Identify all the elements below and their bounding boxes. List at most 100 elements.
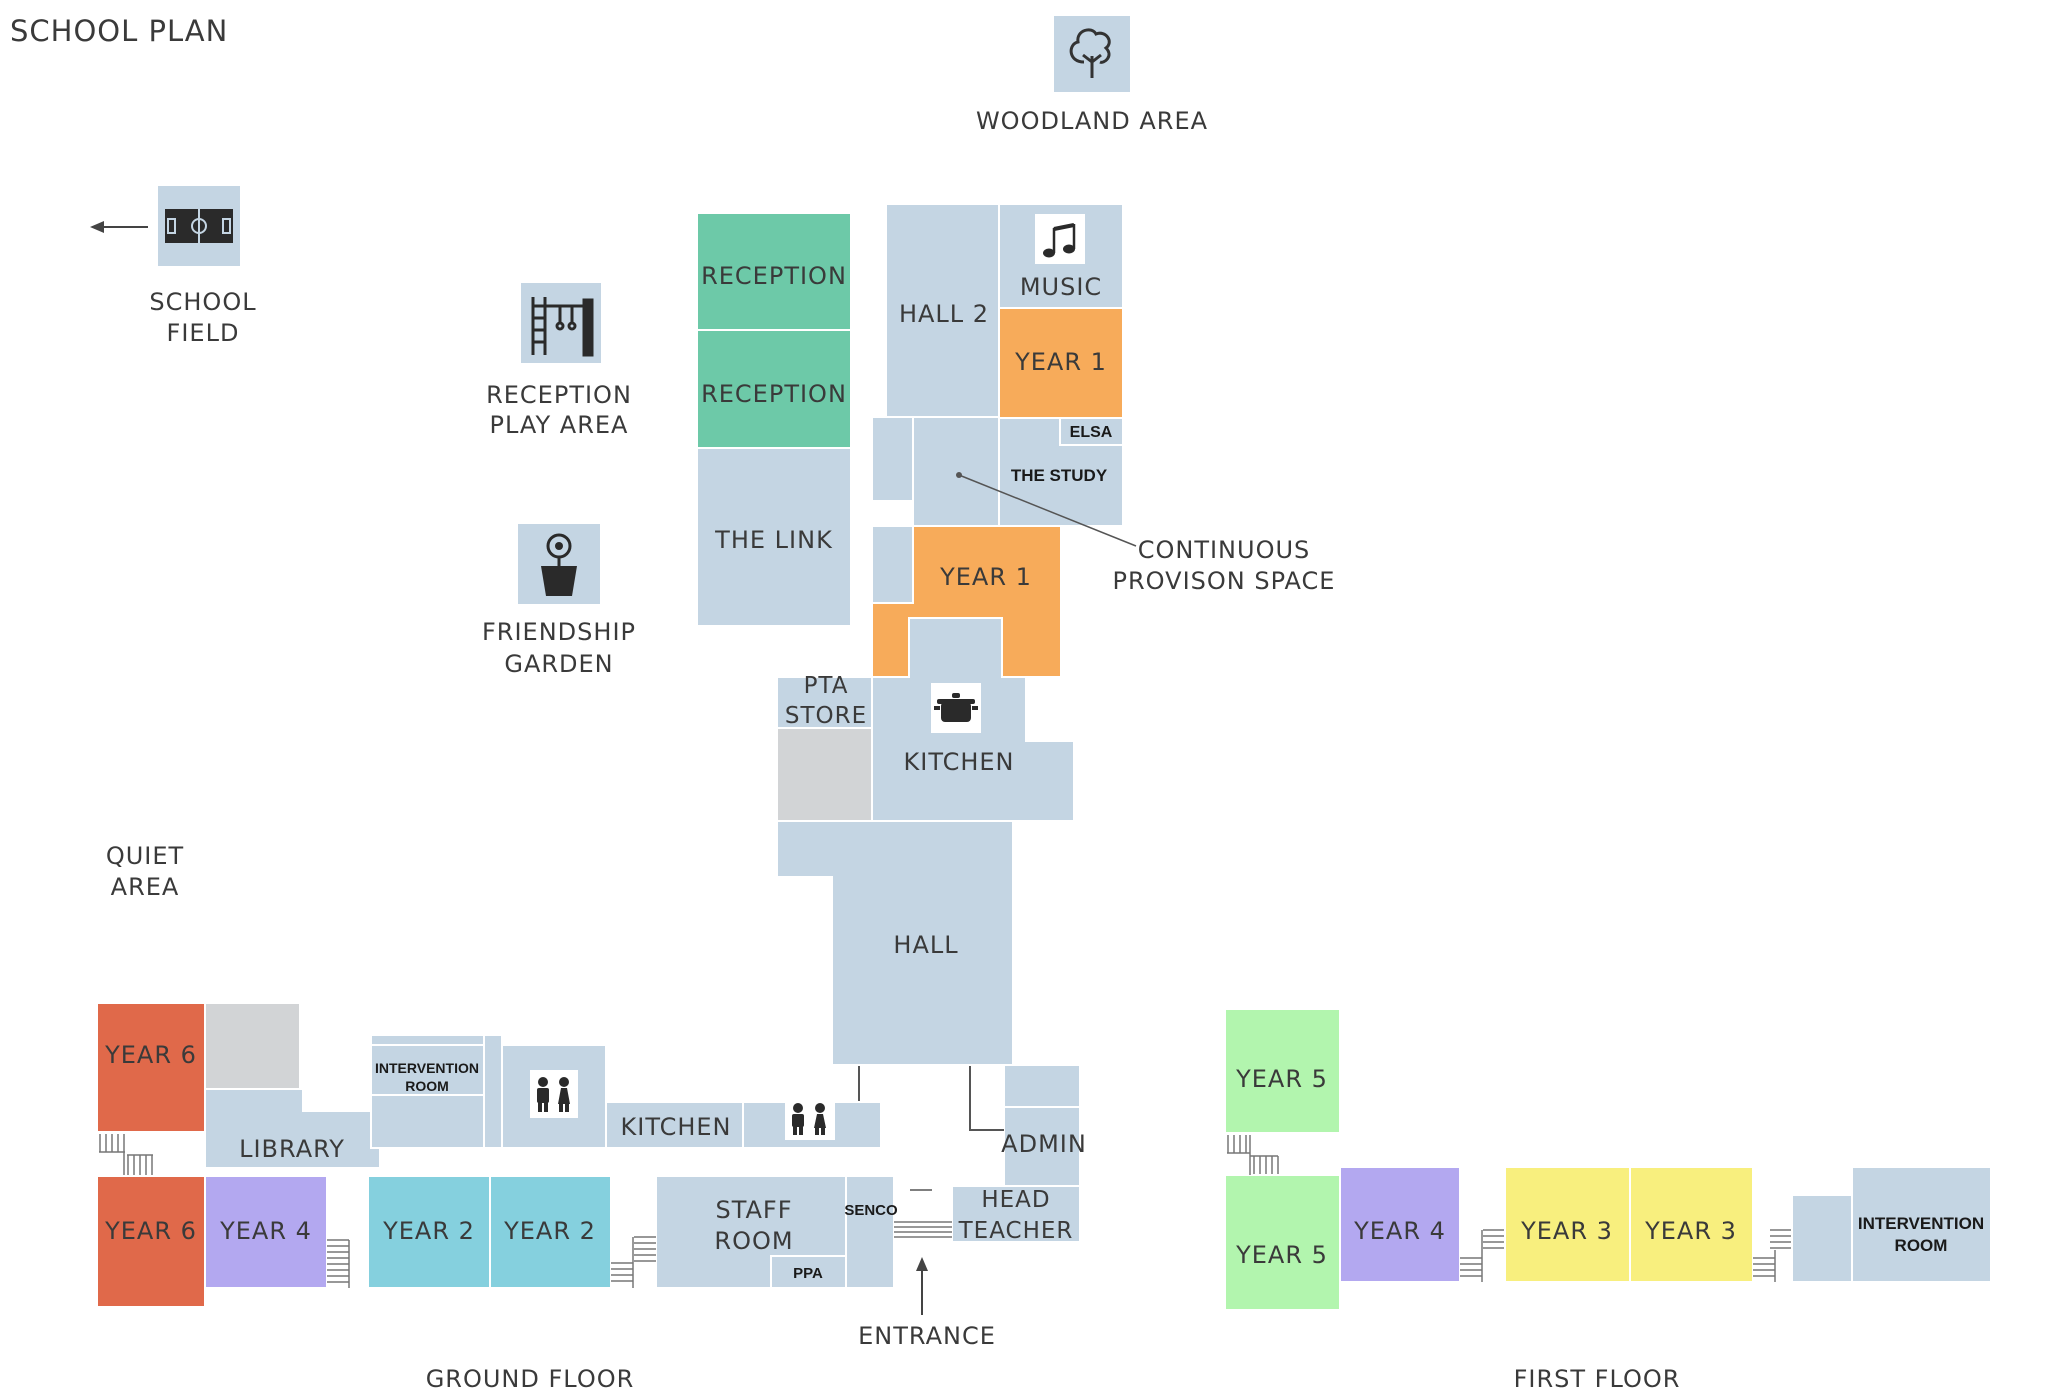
cooking-pot-icon	[934, 693, 978, 722]
stairs-year6	[99, 1134, 153, 1175]
room-year1-top	[998, 307, 1124, 419]
room-store-grey	[776, 727, 873, 822]
reception-1-label: RECEPTION	[701, 262, 847, 290]
stairs-year4-ff	[1460, 1229, 1505, 1282]
staff-room-label-2: ROOM	[714, 1227, 793, 1255]
room-year6-bottom	[96, 1175, 206, 1308]
friendship-garden-label-2: GARDEN	[504, 650, 613, 678]
room-head-teacher	[951, 1185, 1081, 1243]
woodland-area: WOODLAND AREA	[976, 16, 1208, 135]
year1-mid-label: YEAR 1	[939, 563, 1032, 591]
year3-a-label: YEAR 3	[1520, 1217, 1613, 1245]
the-link-label: THE LINK	[714, 526, 833, 554]
climbing-frame-icon	[531, 297, 594, 357]
reception-play-area: RECEPTION PLAY AREA	[486, 283, 631, 439]
arrow-left-icon-head	[90, 221, 104, 233]
room-cp-left-2	[871, 525, 914, 604]
year6-top-label: YEAR 6	[104, 1041, 197, 1069]
stairs-year2	[611, 1236, 656, 1288]
head-teacher-label-2: TEACHER	[958, 1218, 1074, 1244]
room-reception-2	[696, 329, 852, 449]
room-year3-a	[1504, 1166, 1631, 1283]
entrance-arrow-head	[916, 1257, 928, 1271]
hall-2-label: HALL 2	[899, 300, 989, 328]
entrance-doors	[894, 1189, 952, 1238]
entrance-label: ENTRANCE	[858, 1322, 996, 1350]
room-ff-small	[1791, 1194, 1853, 1283]
library-label: LIBRARY	[239, 1135, 345, 1163]
continuous-label-1: CONTINUOUS	[1138, 536, 1311, 564]
room-year4-ff	[1339, 1166, 1461, 1283]
school-field-label-1: SCHOOL	[149, 288, 256, 316]
year5-bottom-label: YEAR 5	[1235, 1241, 1328, 1269]
hall-label: HALL	[893, 931, 958, 959]
room-kitchen-small	[605, 1101, 744, 1149]
music-icon-bg	[1035, 214, 1085, 264]
room-admin	[1003, 1106, 1081, 1187]
kitchen-small-label: KITCHEN	[621, 1113, 732, 1141]
reception-play-label-2: PLAY AREA	[490, 411, 629, 439]
flower-pot-icon	[541, 533, 577, 596]
room-store-grey-west	[204, 1002, 301, 1090]
year5-top-label: YEAR 5	[1235, 1065, 1328, 1093]
reception-2-label: RECEPTION	[701, 380, 847, 408]
room-year3-b	[1629, 1166, 1754, 1283]
woodland-icon-bg	[1054, 16, 1130, 92]
ground-floor-label: GROUND FLOOR	[426, 1365, 635, 1393]
year6-bottom-label: YEAR 6	[104, 1217, 197, 1245]
pta-label-1: PTA	[804, 673, 849, 699]
room-the-link	[696, 447, 852, 627]
page-title: SCHOOL PLAN	[10, 14, 228, 48]
woodland-label: WOODLAND AREA	[976, 107, 1208, 135]
room-ppa	[770, 1255, 847, 1289]
year3-b-label: YEAR 3	[1644, 1217, 1737, 1245]
toilets-icon-2	[792, 1103, 826, 1135]
year1-top-label: YEAR 1	[1014, 348, 1107, 376]
quiet-area-label-2: AREA	[111, 873, 180, 901]
room-senco	[845, 1175, 895, 1289]
continuous-label-2: PROVISON SPACE	[1113, 567, 1336, 595]
music-note-icon	[1043, 223, 1076, 258]
room-continuous-provision	[912, 416, 1000, 527]
intervention-ff-label-1: INTERVENTION	[1858, 1214, 1984, 1233]
staff-room-label-1: STAFF	[715, 1196, 792, 1224]
corridor-line	[969, 1066, 1004, 1131]
stairs-year5	[1227, 1135, 1279, 1175]
elsa-label: ELSA	[1070, 424, 1113, 441]
senco-label: SENCO	[844, 1202, 898, 1219]
room-toilets-1-strip	[483, 1034, 503, 1149]
football-pitch-icon	[165, 209, 233, 243]
intervention-gf-label-2: ROOM	[405, 1078, 449, 1094]
room-hall	[776, 820, 1014, 1066]
central-block: RECEPTION RECEPTION THE LINK HALL 2 MUSI…	[655, 203, 1124, 1289]
ground-floor-west: YEAR 6 YEAR 6 LIBRARY YEAR 4 YE	[96, 1002, 882, 1308]
friendship-garden-label-1: FRIENDSHIP	[482, 618, 636, 646]
room-reception-1	[696, 212, 852, 331]
school-field-label-2: FIELD	[167, 319, 240, 347]
room-cp-left-1	[871, 416, 914, 502]
room-year4-gf	[204, 1175, 328, 1289]
the-study-label: THE STUDY	[1011, 466, 1108, 485]
room-pta-store	[776, 676, 873, 729]
school-field: SCHOOL FIELD	[90, 186, 256, 347]
intervention-ff-label-2: ROOM	[1895, 1236, 1948, 1255]
room-intervention-ff	[1851, 1166, 1992, 1283]
room-year6-top	[96, 1002, 206, 1133]
stairs-year3	[1753, 1229, 1792, 1282]
music-label: MUSIC	[1020, 273, 1102, 301]
pta-label-2: STORE	[785, 703, 867, 729]
room-year2-b	[489, 1175, 612, 1289]
toilets-icon	[537, 1077, 570, 1112]
first-floor: YEAR 5 YEAR 5 YEAR 4 YEAR 3 YEAR 3	[1224, 1008, 1992, 1311]
room-elsa	[1059, 417, 1124, 446]
ppa-label: PPA	[793, 1265, 823, 1282]
head-teacher-label-1: HEAD	[981, 1187, 1050, 1213]
tree-icon	[1069, 28, 1111, 78]
kitchen-main-label: KITCHEN	[904, 748, 1015, 776]
annotation-leader-line	[958, 474, 1137, 547]
year4-gf-label: YEAR 4	[219, 1217, 312, 1245]
room-hall-2	[885, 203, 1000, 418]
intervention-gf-label-1: INTERVENTION	[375, 1060, 479, 1076]
first-floor-label: FIRST FLOOR	[1514, 1365, 1681, 1393]
year2-b-label: YEAR 2	[503, 1217, 596, 1245]
